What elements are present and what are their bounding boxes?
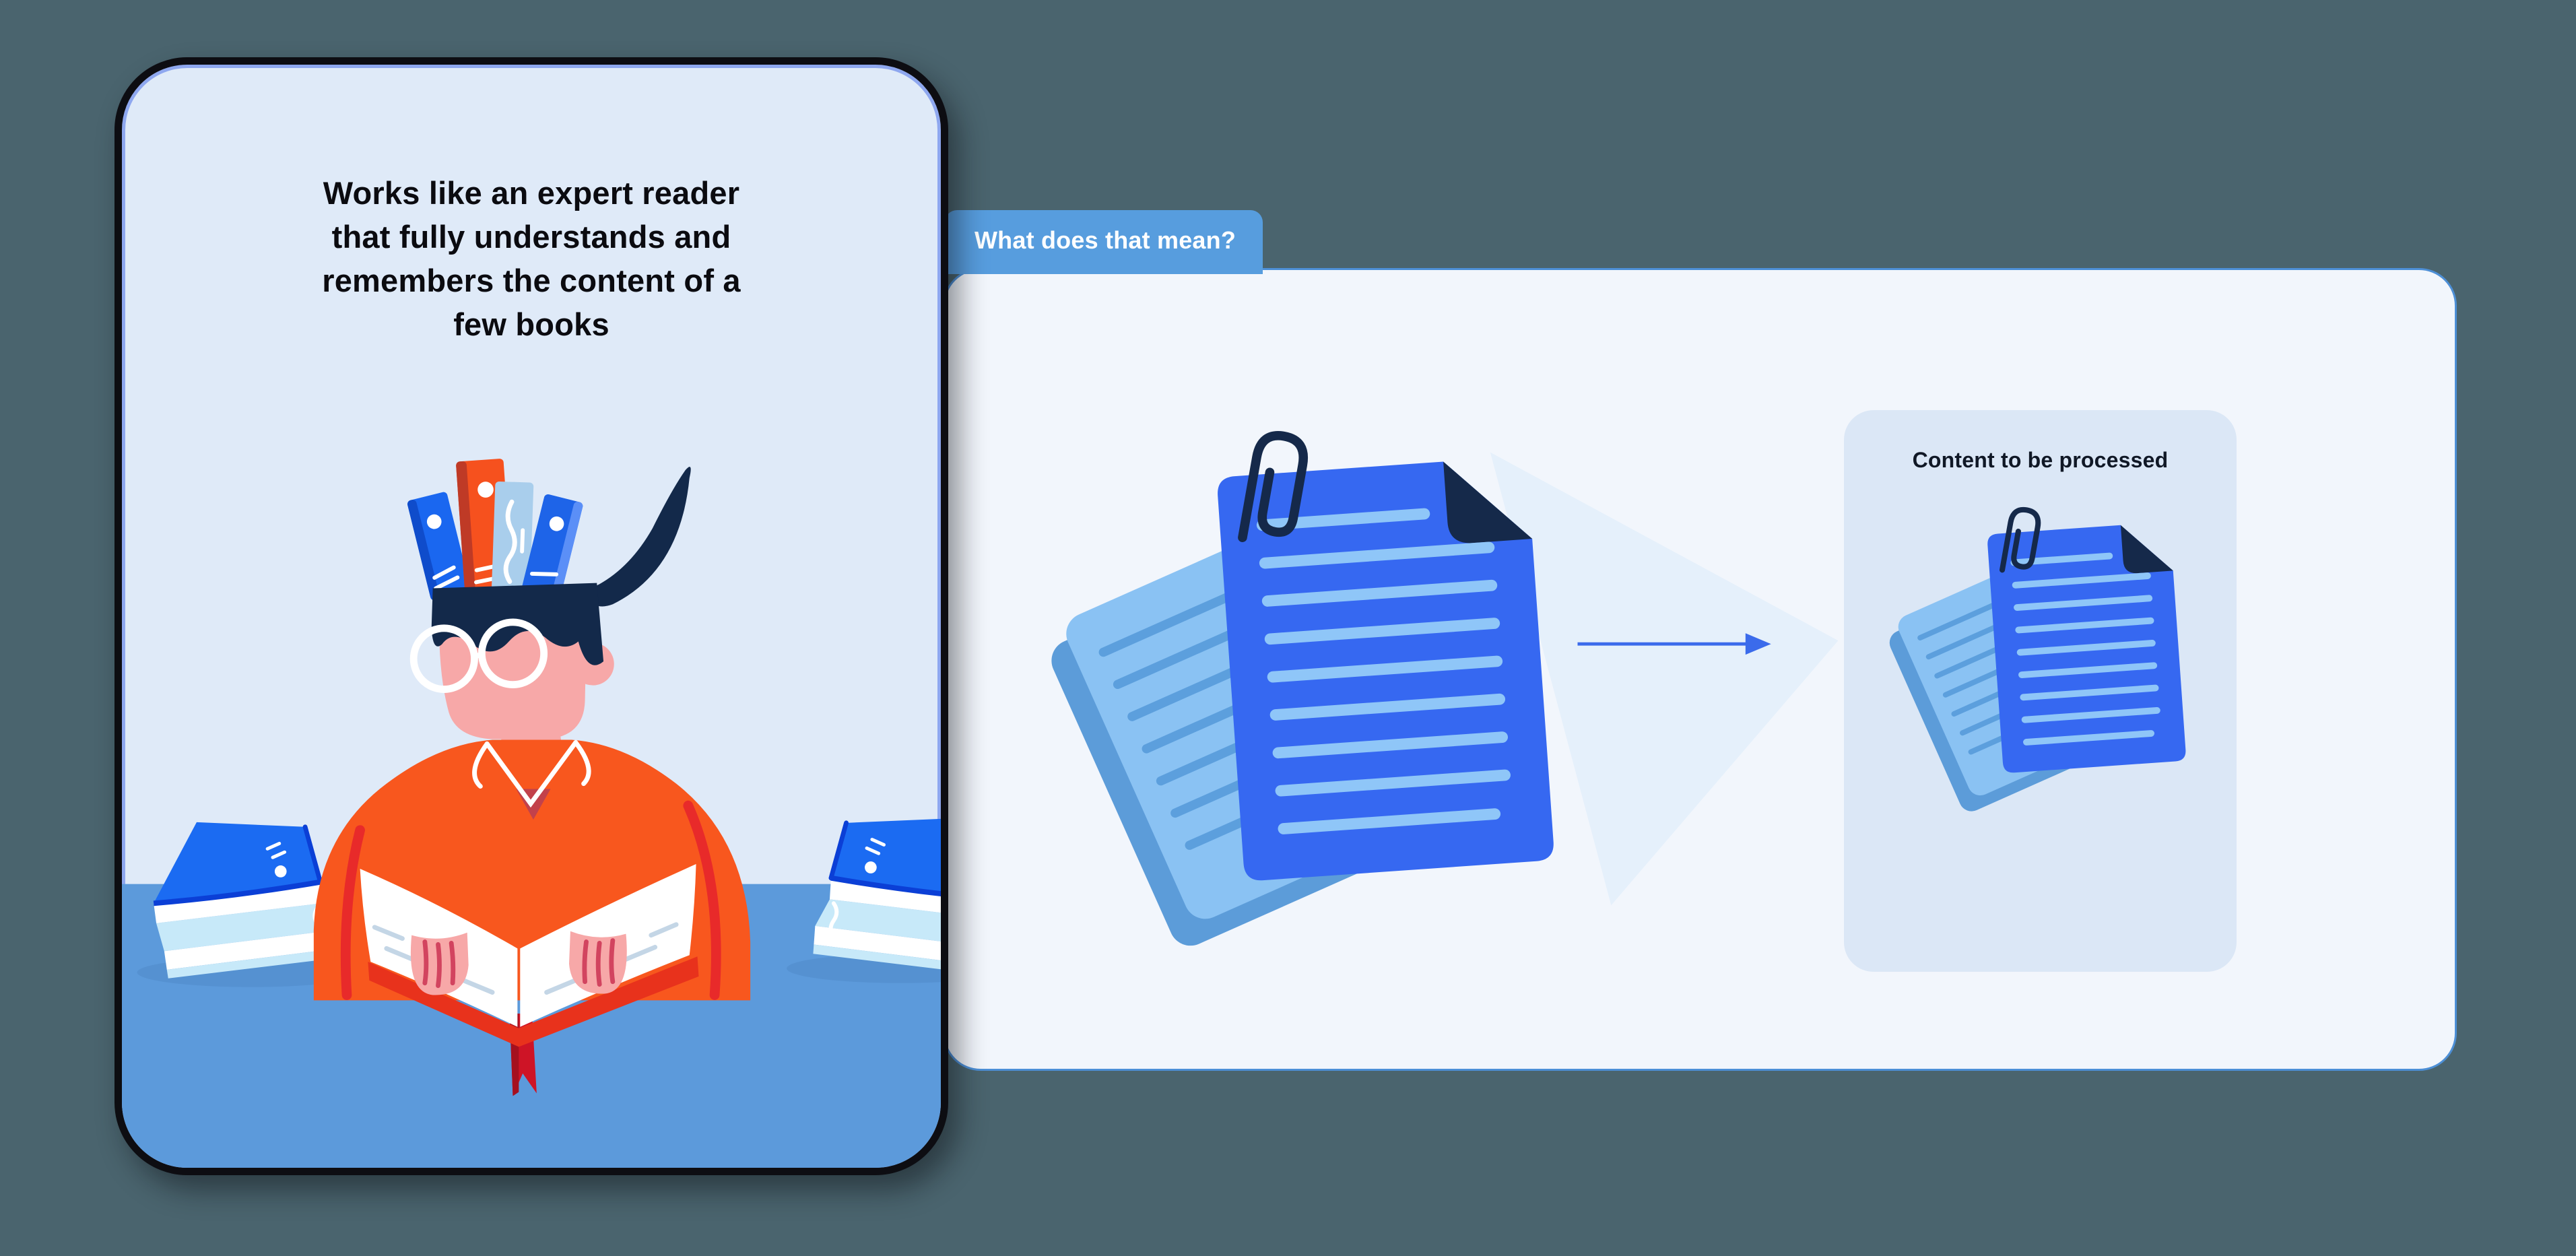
explanation-panel: Content to be processed [943, 268, 2457, 1071]
collar [472, 740, 591, 808]
caption-line: Works like an expert reader [323, 175, 740, 211]
sweater-accents [340, 800, 721, 1000]
documents-illustration [1045, 432, 1554, 953]
reader-person [313, 459, 751, 1096]
content-to-be-processed-box: Content to be processed [1844, 410, 2237, 972]
head-books [407, 459, 583, 607]
caption-line: few books [453, 306, 609, 342]
tab-label: What does that mean? [975, 226, 1236, 254]
documents-illustration-mini [1882, 490, 2199, 840]
arrow-right-icon [1577, 633, 1771, 655]
caption-line: remembers the content of a [322, 263, 741, 298]
head-lid-flap [585, 467, 691, 607]
card-caption: Works like an expert reader that fully u… [122, 171, 941, 346]
reader-illustration [122, 459, 941, 1168]
documents-flow-illustration [945, 270, 1839, 1069]
hand-right [568, 931, 627, 994]
expert-reader-card: Works like an expert reader that fully u… [114, 57, 948, 1175]
tab-what-does-that-mean[interactable]: What does that mean? [945, 210, 1263, 274]
book-underside [368, 956, 699, 1047]
caption-line: that fully understands and [331, 219, 731, 255]
glasses [409, 618, 548, 693]
hand-left [410, 932, 469, 995]
beam-shape [1490, 452, 1839, 906]
content-box-title: Content to be processed [1912, 448, 2169, 472]
